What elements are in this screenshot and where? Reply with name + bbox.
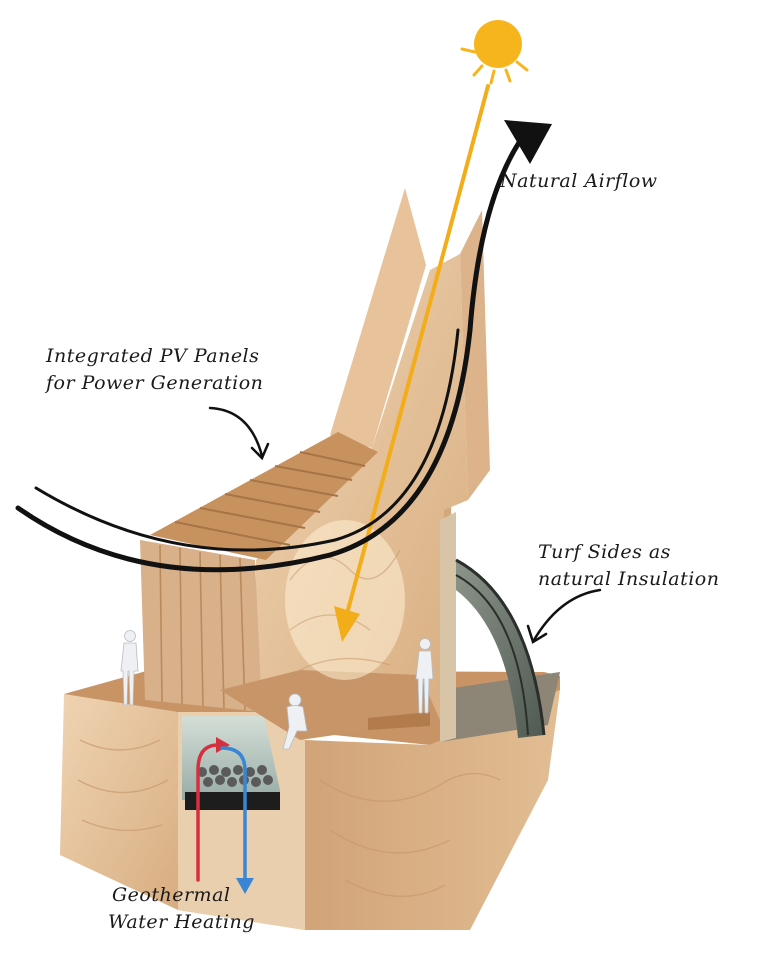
label-natural-airflow: Natural Airflow [500,168,658,195]
person-figure-icon [120,630,139,706]
person-figure-icon [282,693,308,750]
label-turf-sides-line2: natural Insulation [538,568,720,590]
turf-side [440,512,546,742]
label-pv-panels-line1: Integrated PV Panels [46,345,260,367]
label-turf-sides: Turf Sides as natural Insulation [538,539,719,593]
turf-leader-arrow [526,588,602,644]
person-figure-icon [415,638,434,714]
label-turf-sides-line1: Turf Sides as [538,541,671,563]
label-natural-airflow-text: Natural Airflow [500,170,658,192]
label-geothermal: Geothermal Water Heating [108,882,255,936]
label-pv-panels: Integrated PV Panels for Power Generatio… [46,343,263,397]
label-geothermal-line1: Geothermal [112,884,231,906]
label-pv-panels-line2: for Power Generation [46,372,264,394]
airflow-arrow [15,120,552,573]
pv-panels-leader-arrow [208,406,270,461]
label-geothermal-line2: Water Heating [108,911,255,933]
sun-icon [460,20,529,85]
geothermal-pool [178,712,305,930]
